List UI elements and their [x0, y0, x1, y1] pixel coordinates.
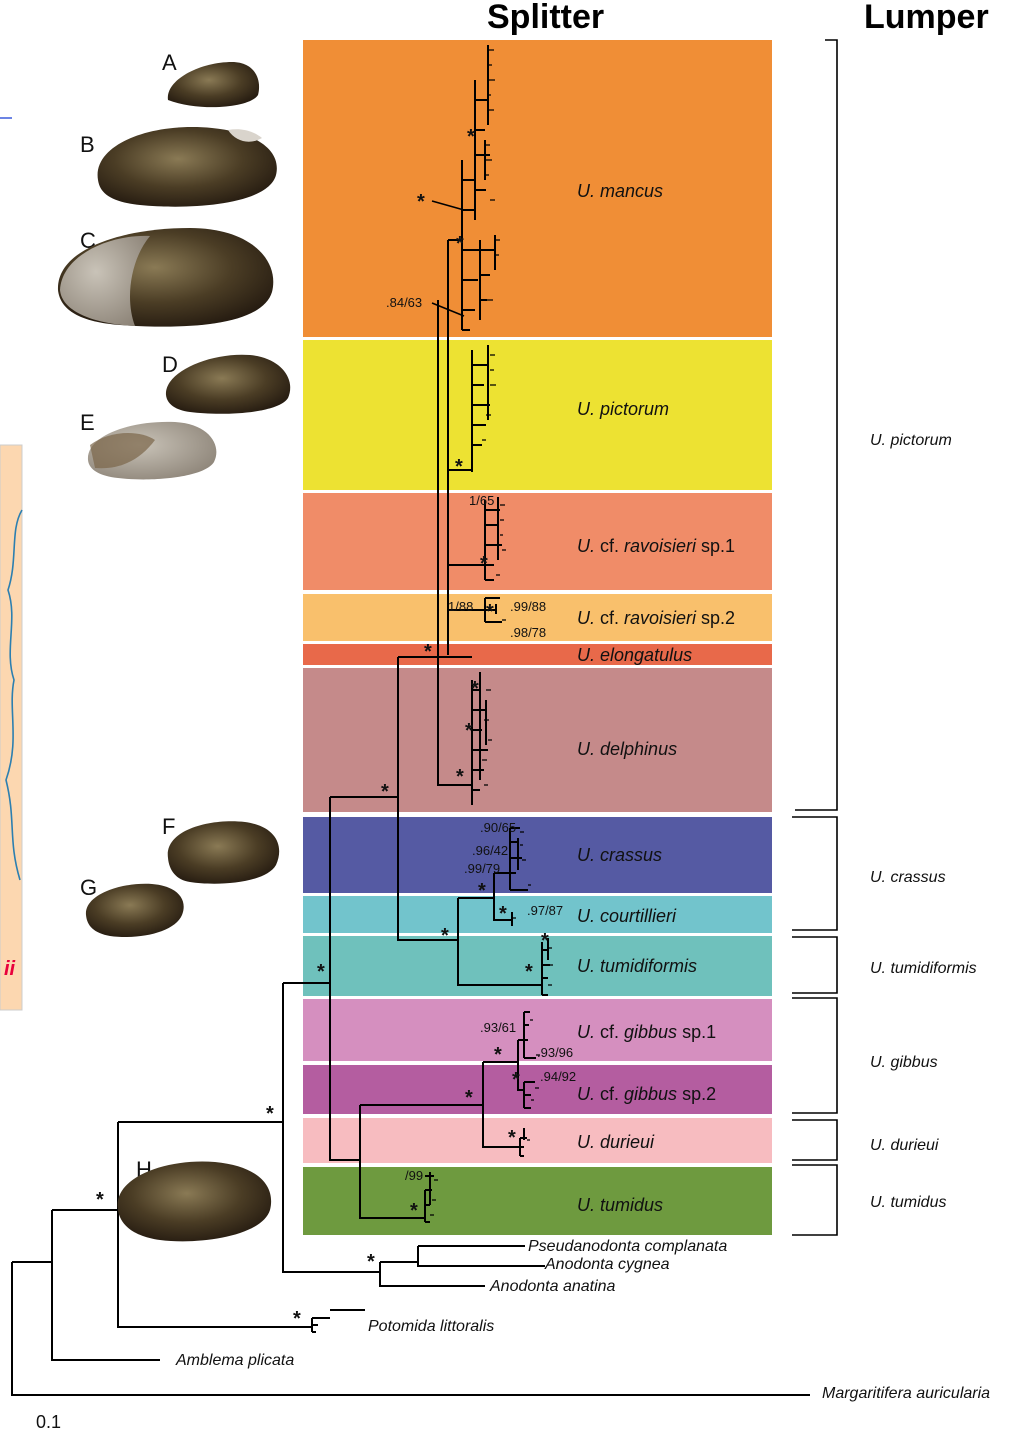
- support-value: .99/88: [510, 599, 546, 614]
- taxon-label: Anodonta anatina: [489, 1278, 616, 1295]
- shell-letter: E: [80, 410, 95, 435]
- support-star: *: [424, 641, 432, 663]
- support-star: *: [456, 233, 464, 255]
- clade-label: U. cf. gibbus sp.1: [577, 1022, 716, 1042]
- support-star: *: [417, 191, 425, 213]
- clade-label: U. courtillieri: [577, 906, 677, 926]
- clade-label: U. crassus: [577, 845, 662, 865]
- support-star: *: [471, 678, 479, 700]
- support-star: *: [410, 1200, 418, 1222]
- support-star: *: [512, 1069, 520, 1091]
- shell-d-image: [166, 355, 290, 414]
- support-value: 1/65: [469, 493, 494, 508]
- clade-label: U. mancus: [577, 181, 663, 201]
- support-star: *: [367, 1251, 375, 1273]
- shell-g-image: [86, 884, 184, 937]
- shell-letter: B: [80, 132, 95, 157]
- lumper-label: U. tumidus: [870, 1194, 946, 1211]
- lumper-label: U. tumidiformis: [870, 960, 977, 977]
- clade-label: U. cf. ravoisieri sp.2: [577, 608, 735, 628]
- support-value: .93/61: [480, 1020, 516, 1035]
- support-star: *: [293, 1308, 301, 1330]
- map-fragment: ii: [0, 118, 22, 1010]
- scale-bar-label: 0.1: [36, 1412, 61, 1432]
- support-value: .96/42: [472, 843, 508, 858]
- support-star: *: [266, 1103, 274, 1125]
- clade-label: U. elongatulus: [577, 645, 692, 665]
- clade-box: [303, 340, 772, 490]
- support-star: *: [317, 961, 325, 983]
- svg-text:ii: ii: [4, 958, 16, 980]
- support-star: *: [508, 1127, 516, 1149]
- clade-box: [303, 1118, 772, 1163]
- shell-f-image: [168, 821, 279, 883]
- clade-label: U. delphinus: [577, 739, 677, 759]
- support-value: .98/78: [510, 625, 546, 640]
- support-star: *: [525, 961, 533, 983]
- lumper-label: U. crassus: [870, 869, 946, 886]
- taxon-label: Amblema plicata: [175, 1352, 294, 1369]
- support-star: *: [486, 601, 494, 623]
- support-star: *: [499, 903, 507, 925]
- support-star: *: [478, 880, 486, 902]
- clade-box: [303, 668, 772, 812]
- shell-letter: F: [162, 814, 175, 839]
- support-star: *: [456, 766, 464, 788]
- support-star: *: [465, 720, 473, 742]
- support-star: *: [480, 553, 488, 575]
- shell-a-image: [168, 62, 259, 107]
- clade-box: [303, 40, 772, 337]
- clade-label: U. tumidiformis: [577, 956, 697, 976]
- lumper-label: U. durieui: [870, 1137, 939, 1154]
- clade-label: U. cf. gibbus sp.2: [577, 1084, 716, 1104]
- support-value: .99/79: [464, 861, 500, 876]
- support-star: *: [96, 1189, 104, 1211]
- taxon-label: Anodonta cygnea: [544, 1256, 670, 1273]
- clade-label: U. cf. ravoisieri sp.1: [577, 536, 735, 556]
- taxon-label: Pseudanodonta complanata: [528, 1238, 727, 1255]
- taxon-label: Margaritifera auricularia: [822, 1385, 990, 1402]
- shell-letters: A B C D E F G H: [80, 50, 178, 1182]
- support-value: /99: [405, 1168, 423, 1183]
- clade-label: U. durieui: [577, 1132, 655, 1152]
- clade-box: [303, 936, 772, 996]
- clade-label: U. pictorum: [577, 399, 669, 419]
- support-star: *: [494, 1044, 502, 1066]
- support-star: *: [455, 456, 463, 478]
- support-star: *: [541, 930, 549, 952]
- support-value: .84/63: [386, 295, 422, 310]
- support-value: 1/88: [448, 599, 473, 614]
- clade-box: [303, 644, 772, 665]
- support-star: *: [441, 925, 449, 947]
- support-value: .90/65: [480, 820, 516, 835]
- lumper-labels: U. pictorum U. crassus U. tumidiformis U…: [870, 432, 977, 1211]
- support-value: .97/87: [527, 903, 563, 918]
- clade-box: [303, 817, 772, 893]
- support-star: *: [467, 126, 475, 148]
- clade-label: U. tumidus: [577, 1195, 663, 1215]
- support-star: *: [381, 781, 389, 803]
- lumper-label: U. pictorum: [870, 432, 952, 449]
- clade-box: [303, 1167, 772, 1235]
- shell-letter: G: [80, 875, 97, 900]
- shell-letter: A: [162, 50, 177, 75]
- lumper-brackets: [792, 40, 837, 1235]
- support-star: *: [465, 1087, 473, 1109]
- lumper-label: U. gibbus: [870, 1054, 938, 1071]
- shell-letter: D: [162, 352, 178, 377]
- taxon-label: Potomida littoralis: [368, 1318, 494, 1335]
- support-value: .94/92: [540, 1069, 576, 1084]
- support-value: .93/96: [537, 1045, 573, 1060]
